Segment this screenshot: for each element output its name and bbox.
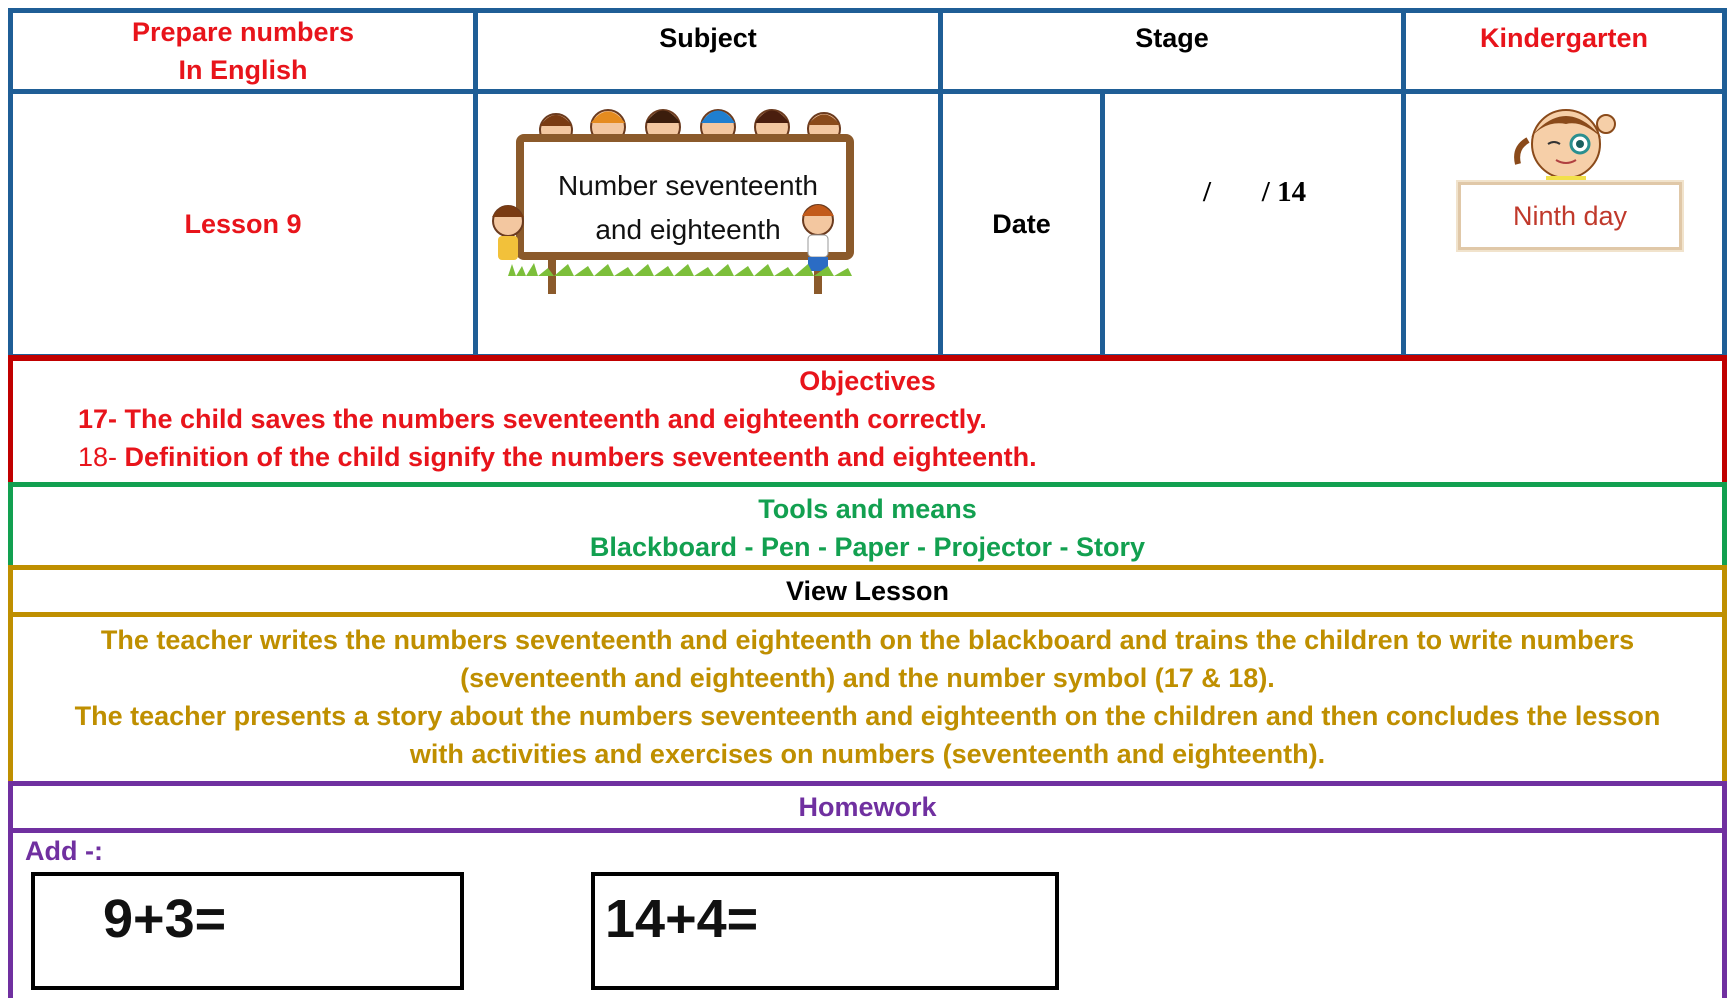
girl-icon [492,205,524,260]
date-label: Date [992,209,1051,239]
board-text: Number seventeenth and eighteenth [538,164,838,252]
tools-title: Tools and means [758,494,977,524]
objective-item-2: 18- Definition of the child signify the … [13,438,1722,476]
kids-board-illustration [492,109,854,294]
homework-instruction: Add -: [25,836,103,866]
date-label-cell: Date [938,89,1105,359]
exercise-box-2: 14+4= [591,872,1059,990]
exercise-box-1: 9+3= [31,872,464,990]
lesson-paragraph-1-line-1: The teacher writes the numbers seventeen… [100,625,1635,655]
lesson-title-cell: Number seventeenth and eighteenth [473,89,943,359]
header-title-cell: Prepare numbers In English [8,8,478,94]
subject-label: Subject [659,23,757,53]
board-text-line2: and eighteenth [595,214,781,245]
stage-label: Stage [1135,23,1209,53]
view-lesson-title: View Lesson [785,576,950,606]
date-value: / / 14 [1203,176,1307,208]
header-title-line1: Prepare numbers [131,17,355,47]
day-cell: Ninth day [1401,89,1727,359]
homework-title: Homework [798,792,937,822]
lesson-cell: Lesson 9 [8,89,478,359]
ninth-day-sign: Ninth day [1458,182,1682,250]
stage-cell: Stage [938,8,1406,94]
objectives-title: Objectives [799,366,936,396]
view-lesson-body: The teacher writes the numbers seventeen… [8,612,1727,786]
header-title-line2: In English [178,55,308,85]
tools-section: Tools and means Blackboard - Pen - Paper… [8,482,1727,570]
homework-header: Homework [8,781,1727,833]
lesson-paragraph-1-line-2: (seventeenth and eighteenth) and the num… [460,663,1275,693]
exercise-2-text: 14+4= [605,889,759,949]
tools-list: Blackboard - Pen - Paper - Projector - S… [589,532,1146,562]
boy-icon [802,204,834,271]
board-text-line1: Number seventeenth [558,170,818,201]
homework-body: Add -: 9+3= 14+4= [8,828,1727,998]
date-value-cell: / / 14 [1100,89,1406,359]
view-lesson-header: View Lesson [8,565,1727,617]
exercise-1-text: 9+3= [103,889,227,949]
day-sign-text: Ninth day [1512,200,1628,231]
lesson-paragraph-2-line-2: with activities and exercises on numbers… [409,739,1326,769]
objective-item-2-text: Definition of the child signify the numb… [117,442,1037,472]
kindergarten-label: Kindergarten [1479,23,1649,53]
lesson-number: Lesson 9 [184,209,302,239]
lesson-paragraph-2-line-1: The teacher presents a story about the n… [74,701,1661,731]
objective-item-1: 17- The child saves the numbers seventee… [78,404,987,434]
kindergarten-cell: Kindergarten [1401,8,1727,94]
girl-peeking-icon [1514,109,1616,190]
objective-item-2-number: 18- [78,442,118,472]
board-frame [516,134,854,260]
subject-cell: Subject [473,8,943,94]
grass-icon [508,263,852,276]
objectives-section: Objectives 17- The child saves the numbe… [8,355,1727,487]
